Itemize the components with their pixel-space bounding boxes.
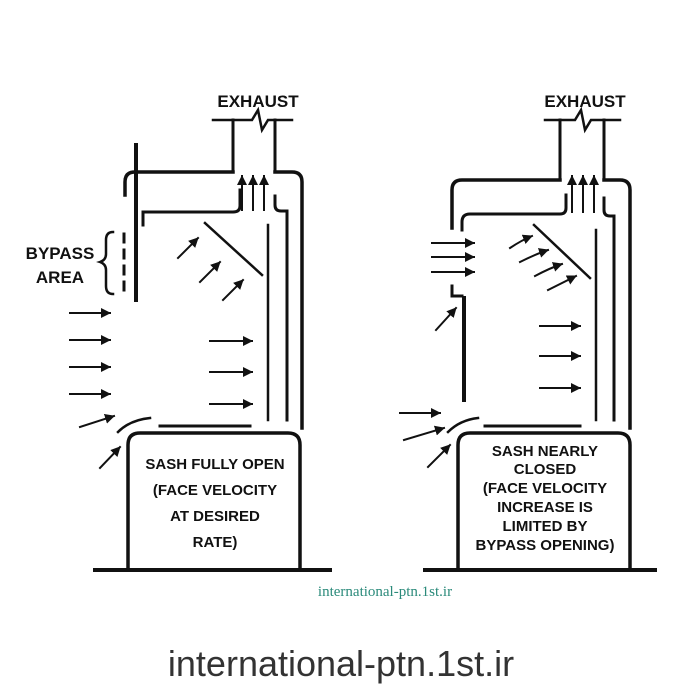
left-base-cabinet bbox=[126, 431, 302, 570]
left-interior-arrows bbox=[176, 236, 253, 409]
right-slanted-baffle bbox=[532, 223, 592, 280]
right-caption-line: SASH NEARLY bbox=[492, 443, 598, 460]
left-caption-line: (FACE VELOCITY bbox=[153, 482, 277, 499]
left-slanted-baffle bbox=[203, 221, 264, 277]
right-hood: EXHAUST SASH NEARLY CLOSED (FACE VELOCIT… bbox=[399, 92, 657, 572]
right-face-inflow-arrows bbox=[399, 408, 452, 469]
right-caption-line: CLOSED bbox=[514, 461, 577, 478]
right-caption-line: LIMITED BY bbox=[503, 518, 588, 535]
left-exhaust-arrows bbox=[237, 175, 269, 211]
left-caption-line: RATE) bbox=[193, 534, 238, 551]
watermark-small: international-ptn.1st.ir bbox=[318, 584, 452, 600]
right-caption: SASH NEARLY CLOSED (FACE VELOCITY INCREA… bbox=[476, 443, 615, 554]
right-bypass-opening bbox=[450, 284, 464, 298]
left-caption-line: AT DESIRED bbox=[170, 508, 260, 525]
left-inner-baffle bbox=[141, 188, 289, 422]
left-bypass-label-line1: BYPASS bbox=[26, 244, 95, 263]
left-hood: EXHAUST BYPASS AREA SASH FULLY OPEN (FAC… bbox=[26, 92, 332, 572]
left-caption-line: SASH FULLY OPEN bbox=[145, 456, 284, 473]
right-bypass-inflow-arrows bbox=[431, 238, 475, 332]
left-airfoil bbox=[116, 416, 152, 434]
right-exhaust-arrows bbox=[567, 175, 599, 213]
right-caption-line: (FACE VELOCITY bbox=[483, 480, 607, 497]
right-caption-line: BYPASS OPENING) bbox=[476, 537, 615, 554]
right-interior-arrows bbox=[508, 234, 581, 393]
right-airfoil bbox=[446, 416, 480, 434]
right-base-cabinet bbox=[456, 431, 632, 570]
left-exhaust-label: EXHAUST bbox=[217, 92, 299, 111]
watermark-large: international-ptn.1st.ir bbox=[168, 643, 514, 684]
left-bypass-label-line2: AREA bbox=[36, 268, 84, 287]
left-bypass-brace bbox=[96, 230, 115, 296]
left-caption: SASH FULLY OPEN (FACE VELOCITY AT DESIRE… bbox=[145, 456, 284, 551]
right-inner-baffle bbox=[460, 193, 616, 422]
left-face-inflow-arrows bbox=[69, 308, 122, 470]
right-hood-shell bbox=[450, 178, 632, 430]
right-duct-break bbox=[543, 106, 622, 134]
left-duct-break bbox=[211, 106, 294, 134]
right-caption-line: INCREASE IS bbox=[497, 499, 593, 516]
right-exhaust-label: EXHAUST bbox=[544, 92, 626, 111]
